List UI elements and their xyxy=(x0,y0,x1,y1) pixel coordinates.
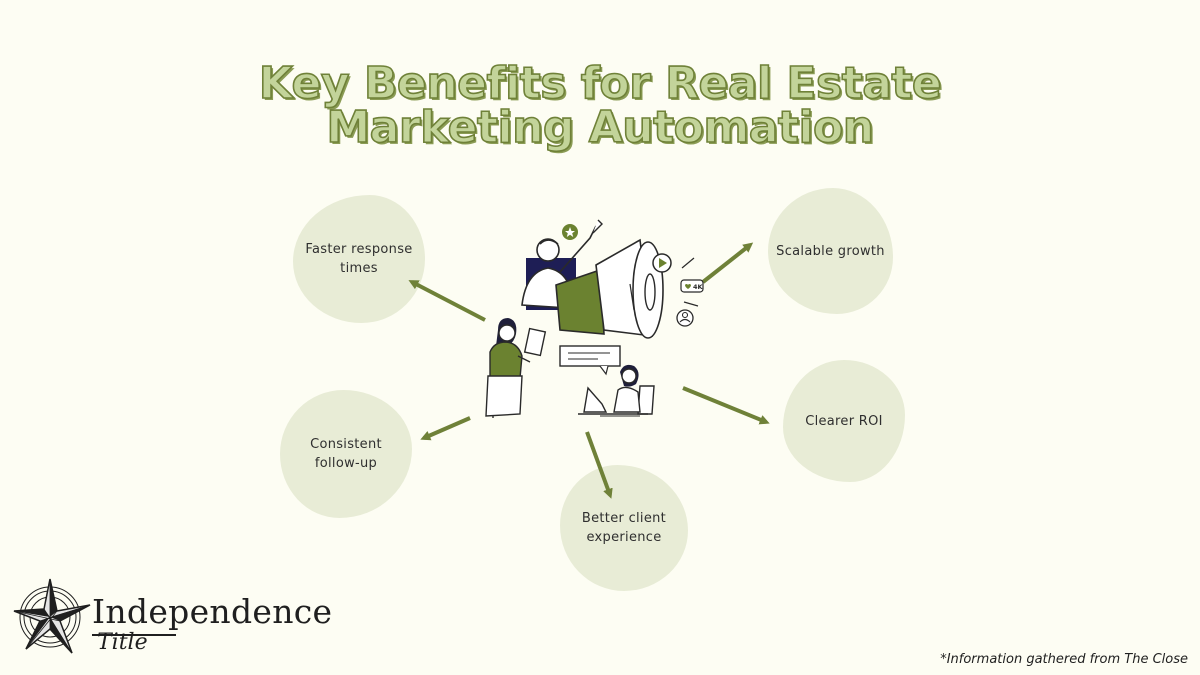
arrow-to-scalable-growth xyxy=(701,242,754,284)
arrow-to-better-client-experience xyxy=(585,431,613,499)
arrow-to-consistent-follow-up xyxy=(420,416,471,441)
benefit-faster-response: Faster response times xyxy=(293,195,425,323)
arrow-to-faster-response xyxy=(408,280,486,322)
source-note: *Information gathered from The Close xyxy=(940,652,1188,667)
benefit-label: Better client experience xyxy=(581,511,667,545)
benefit-consistent-follow-up: Consistent follow-up xyxy=(280,390,412,518)
logo-subtitle: Title xyxy=(97,630,148,655)
benefit-label: Faster response times xyxy=(305,242,413,276)
title-line-2: Marketing Automation xyxy=(326,102,875,153)
benefit-label: Consistent follow-up xyxy=(310,437,382,471)
woman-laptop-illustration xyxy=(559,345,655,417)
page-title: Key Benefits for Real Estate Marketing A… xyxy=(0,58,1200,153)
logo-divider xyxy=(92,634,176,636)
benefit-scalable-growth: Scalable growth xyxy=(768,188,893,314)
woman-standing-illustration xyxy=(485,318,547,418)
likes-badge-text: 4K xyxy=(693,283,704,291)
benefit-label: Clearer ROI xyxy=(805,413,883,429)
logo-name: Independence xyxy=(92,592,333,631)
independence-title-logo: Independence Title xyxy=(12,570,332,665)
benefit-better-client-experience: Better client experience xyxy=(560,465,688,591)
compass-star-icon xyxy=(13,578,91,654)
megaphone-illustration: 4K xyxy=(521,219,704,339)
title-line-1: Key Benefits for Real Estate xyxy=(258,58,943,109)
arrow-to-clearer-roi xyxy=(682,386,770,425)
benefit-label: Scalable growth xyxy=(776,243,885,259)
benefit-clearer-roi: Clearer ROI xyxy=(783,360,905,482)
